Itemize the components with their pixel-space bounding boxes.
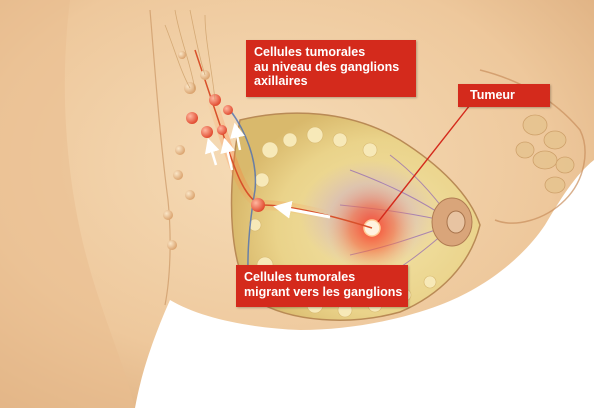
label-axillary-line-3: axillaires: [254, 74, 408, 89]
label-migrating-line-1: Cellules tumorales: [244, 270, 400, 285]
label-tumor-text: Tumeur: [470, 88, 538, 103]
label-axillary-line-1: Cellules tumorales: [254, 45, 408, 60]
nipple: [447, 211, 465, 233]
label-migrating-cells: Cellules tumorales migrant vers les gang…: [236, 265, 408, 307]
label-axillary-nodes: Cellules tumorales au niveau des ganglio…: [246, 40, 416, 97]
label-migrating-line-2: migrant vers les ganglions: [244, 285, 400, 300]
label-axillary-line-2: au niveau des ganglions: [254, 60, 408, 75]
label-tumor: Tumeur: [458, 84, 550, 107]
